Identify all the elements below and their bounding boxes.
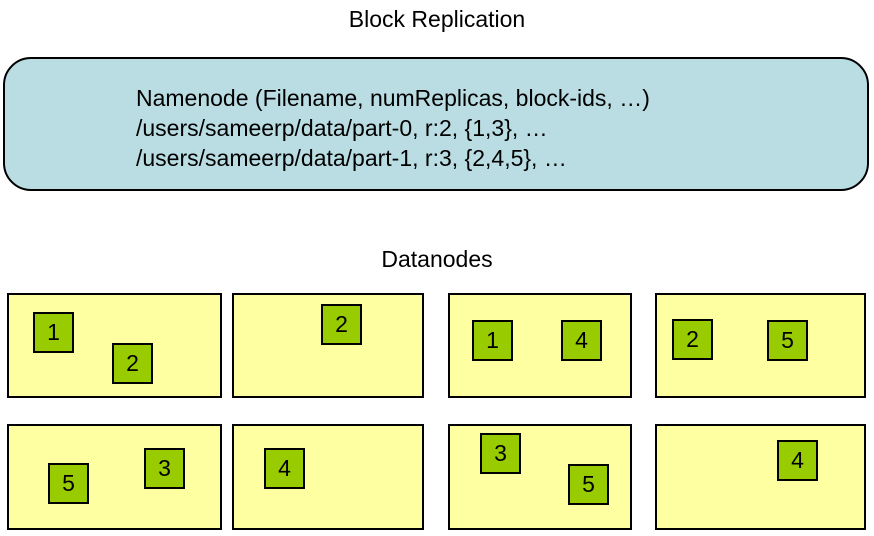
block-replica: 5 <box>767 320 808 361</box>
namenode-file-line-part-1: /users/sameerp/data/part-1, r:3, {2,4,5}… <box>136 145 567 171</box>
block-replica: 5 <box>568 464 609 505</box>
datanode-8: 4 <box>655 424 866 530</box>
datanode-1: 1 2 <box>7 293 222 398</box>
diagram-title: Block Replication <box>348 6 526 32</box>
datanode-3: 1 4 <box>448 293 632 398</box>
block-replica: 1 <box>472 320 513 361</box>
datanode-6: 4 <box>232 424 424 530</box>
block-replica: 3 <box>144 448 185 489</box>
block-replica: 4 <box>561 320 602 361</box>
block-replica: 4 <box>264 448 305 489</box>
namenode-file-line-part-0: /users/sameerp/data/part-0, r:2, {1,3}, … <box>136 115 548 141</box>
datanodes-label: Datanodes <box>381 246 493 272</box>
block-replica: 5 <box>48 463 89 504</box>
block-replica: 2 <box>112 343 153 384</box>
block-replica: 1 <box>33 312 74 353</box>
datanode-4: 2 5 <box>655 293 866 398</box>
block-replica: 2 <box>672 319 713 360</box>
datanode-7: 3 5 <box>448 424 632 530</box>
namenode-box: Namenode (Filename, numReplicas, block-i… <box>3 57 869 191</box>
block-replica: 2 <box>321 304 362 345</box>
namenode-text: Namenode (Filename, numReplicas, block-i… <box>136 83 650 173</box>
namenode-header-line: Namenode (Filename, numReplicas, block-i… <box>136 85 650 111</box>
datanode-5: 5 3 <box>7 424 222 530</box>
block-replica: 4 <box>777 440 818 481</box>
block-replica: 3 <box>480 433 521 474</box>
datanode-2: 2 <box>232 293 424 398</box>
